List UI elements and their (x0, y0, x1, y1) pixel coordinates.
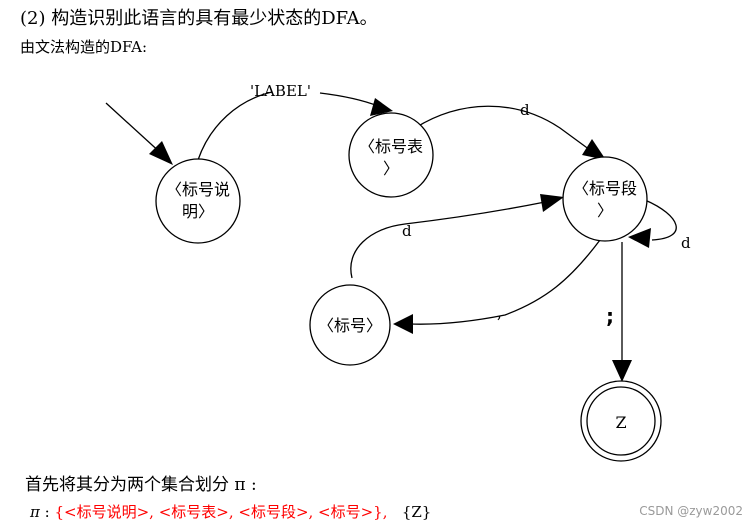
partition-line: π : {<标号说明>, <标号表>, <标号段>, <标号>}, {Z} (30, 501, 431, 522)
state-label-line1: 〈标号说 (166, 180, 230, 199)
partition-intro: 首先将其分为两个集合划分 π : (25, 475, 257, 495)
state-label-declaration: 〈标号说 明〉 (155, 158, 241, 244)
state-label-line2: 〉 (597, 201, 613, 220)
start-arrow (105, 102, 173, 165)
state-label-line1: 〈标号段 (573, 179, 637, 198)
pi-colon: : (44, 503, 50, 521)
partition-set-nonfinal: {<标号说明>, <标号表>, <标号段>, <标号>}, (54, 503, 388, 521)
state-label-line2: 明〉 (182, 202, 214, 221)
state-label: 〈标号〉 (309, 284, 391, 366)
state-label-table: 〈标号表 〉 (348, 112, 434, 198)
dfa-subheading: 由文法构造的DFA: (20, 38, 148, 56)
edge-comma-label: , (497, 304, 502, 322)
edge-label-transition: 'LABEL' (197, 82, 393, 161)
edge-d-label-2: d (681, 234, 691, 252)
edge-semicolon-segment-to-z: ; (606, 242, 632, 382)
state-label-segment: 〈标号段 〉 (562, 156, 648, 242)
state-z-label: Z (615, 413, 626, 432)
edge-d-table-to-segment: d (414, 101, 606, 160)
edge-semicolon-label: ; (606, 304, 614, 328)
state-label-line1: 〈标号〉 (318, 316, 382, 335)
edge-comma-segment-to-label: , (393, 239, 601, 334)
edge-d-self-loop: d (628, 199, 691, 252)
state-label-line1: 〈标号表 (359, 137, 423, 156)
partition-set-final: {Z} (401, 503, 432, 521)
state-z-accepting: Z (580, 380, 662, 462)
edge-d-label-3: d (402, 222, 412, 240)
edge-label-label: 'LABEL' (250, 82, 311, 100)
edge-d-label-to-segment: d (350, 194, 564, 279)
state-label-line2: 〉 (383, 159, 399, 178)
pi-symbol: π (30, 503, 40, 521)
question-heading: (2) 构造识别此语言的具有最少状态的DFA。 (20, 8, 378, 29)
watermark: CSDN @zyw2002 (639, 504, 743, 518)
edge-d-label-1: d (520, 101, 530, 119)
